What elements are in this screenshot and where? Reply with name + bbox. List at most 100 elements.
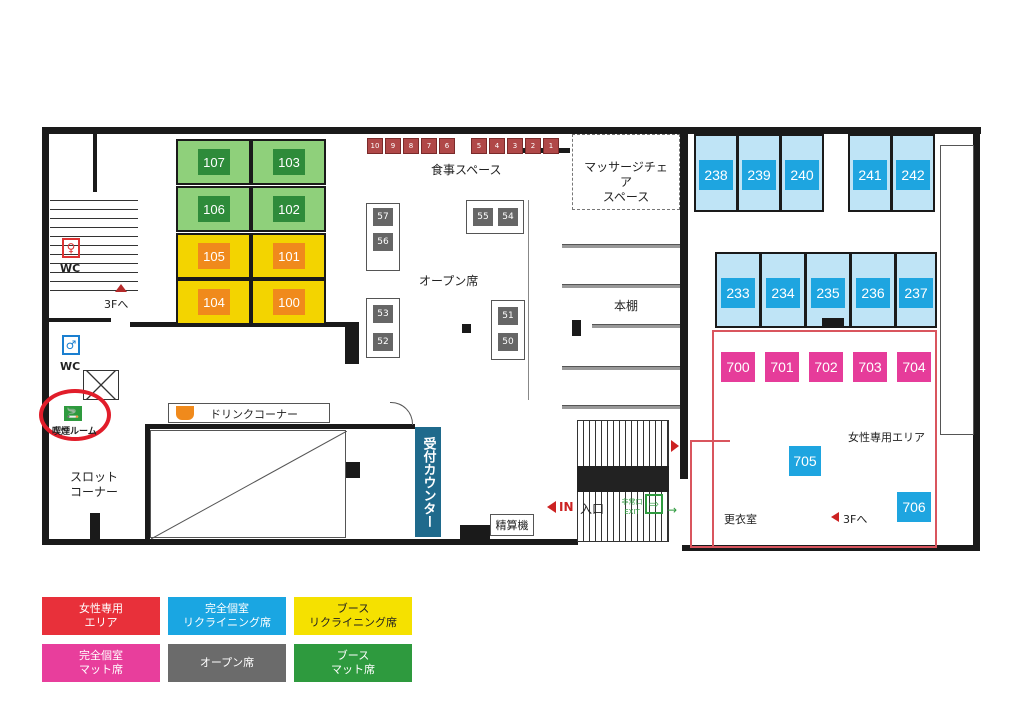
wall-right [973,127,980,551]
exit-jp-label: 非常口 [621,498,643,506]
legend-item: ブース リクライニング席 [294,597,412,635]
open-seat[interactable]: 51 [498,307,518,325]
legend-line: 完全個室 [205,602,249,615]
wc-male-icon: ♂ [62,335,80,355]
open-seat[interactable]: 50 [498,333,518,351]
slot-room [150,430,348,540]
open-seat[interactable]: 57 [373,208,393,226]
pillar-4 [90,513,100,543]
women-area-label: 女性専用エリア [848,431,925,444]
stair-wall [93,133,97,225]
legend-line: ブース [336,649,370,662]
dining-seat[interactable]: 4 [489,138,505,154]
shelf [592,324,680,328]
women-only-area [712,330,937,548]
legend-line: エリア [84,616,118,629]
wc-label: WC [60,360,81,373]
shelf [562,244,680,248]
legend-item: オープン席 [168,644,286,682]
room-number: 235 [811,278,845,308]
dining-seat[interactable]: 9 [385,138,401,154]
booth-number: 103 [273,149,305,175]
shelf-vertical [528,200,529,400]
pillar-small [572,320,581,336]
booth-107[interactable]: 107 [176,139,251,185]
legend-item: ブース マット席 [294,644,412,682]
in-label: IN [559,500,574,514]
wall-left [42,127,49,545]
legend-item: 完全個室 リクライニング席 [168,597,286,635]
shelf [562,366,680,370]
room-number: 239 [742,160,776,190]
left-arrow-icon [547,501,556,513]
legend-item: 完全個室 マット席 [42,644,160,682]
legend-line: 完全個室 [79,649,123,662]
massage-area [572,134,680,210]
women-room[interactable]: 704 [897,352,931,382]
legend-line: 女性専用 [79,602,123,615]
reception-counter[interactable]: 受付カウンター [415,427,441,537]
dining-seat[interactable]: 2 [525,138,541,154]
booth-number: 101 [273,243,305,269]
women-only-extension [690,440,730,548]
exit-en-label: EXIT [624,508,640,516]
wc-divider [49,318,111,322]
dining-seat[interactable]: 10 [367,138,383,154]
room-number: 240 [785,160,819,190]
women-room[interactable]: 702 [809,352,843,382]
exit-icon: ⇨ [645,494,663,514]
smoking-icon: 🚬 [64,406,82,421]
open-seat[interactable]: 55 [473,208,493,226]
wall-divider [680,127,688,479]
legend-item: 女性専用 エリア [42,597,160,635]
open-seat[interactable]: 53 [373,305,393,323]
room-number: 234 [766,278,800,308]
booth-103[interactable]: 103 [251,139,326,185]
open-seat[interactable]: 54 [498,208,518,226]
changing-room-label: 更衣室 [724,513,757,526]
dining-seat[interactable]: 3 [507,138,523,154]
open-area-label: オープン席 [419,274,479,288]
exit-sign: 非常口 EXIT [617,497,647,519]
drink-corner-label: ドリンクコーナー [210,408,298,421]
pillar-room [822,318,844,328]
booth-101[interactable]: 101 [251,233,326,279]
open-seat-unit [491,300,525,360]
booth-106[interactable]: 106 [176,186,251,232]
smoking-highlight-circle [39,389,111,441]
dining-seat[interactable]: 8 [403,138,419,154]
drink-wall [145,424,415,429]
wall-bottom-left [42,539,578,545]
booth-102[interactable]: 102 [251,186,326,232]
women-room[interactable]: 701 [765,352,799,382]
exit-arrow-icon: → [667,503,678,517]
women-room[interactable]: 705 [789,446,821,476]
dining-seat[interactable]: 6 [439,138,455,154]
pillar-3 [346,462,360,478]
women-room[interactable]: 700 [721,352,755,382]
to-3f-label: 3Fへ [843,513,868,526]
landing [577,466,669,492]
room-number: 242 [896,160,930,190]
room-number: 241 [853,160,887,190]
booth-104[interactable]: 104 [176,279,251,325]
checkout-machine[interactable]: 精算機 [490,514,534,536]
dining-seat[interactable]: 5 [471,138,487,154]
door-swing [390,402,413,425]
women-room[interactable]: 706 [897,492,931,522]
legend-line: リクライニング席 [309,616,397,629]
open-seat-unit [366,203,400,271]
legend-line: マット席 [79,663,123,676]
dining-seat[interactable]: 7 [421,138,437,154]
dining-seat[interactable]: 1 [543,138,559,154]
women-room[interactable]: 703 [853,352,887,382]
booth-100[interactable]: 100 [251,279,326,325]
booth-number: 104 [198,289,230,315]
open-seat[interactable]: 52 [373,333,393,351]
pillar-2 [460,525,490,541]
smoking-label: 喫煙ルーム [52,427,97,437]
booth-number: 106 [198,196,230,222]
open-seat[interactable]: 56 [373,233,393,251]
booth-105[interactable]: 105 [176,233,251,279]
wall-bottom-right [682,545,978,551]
